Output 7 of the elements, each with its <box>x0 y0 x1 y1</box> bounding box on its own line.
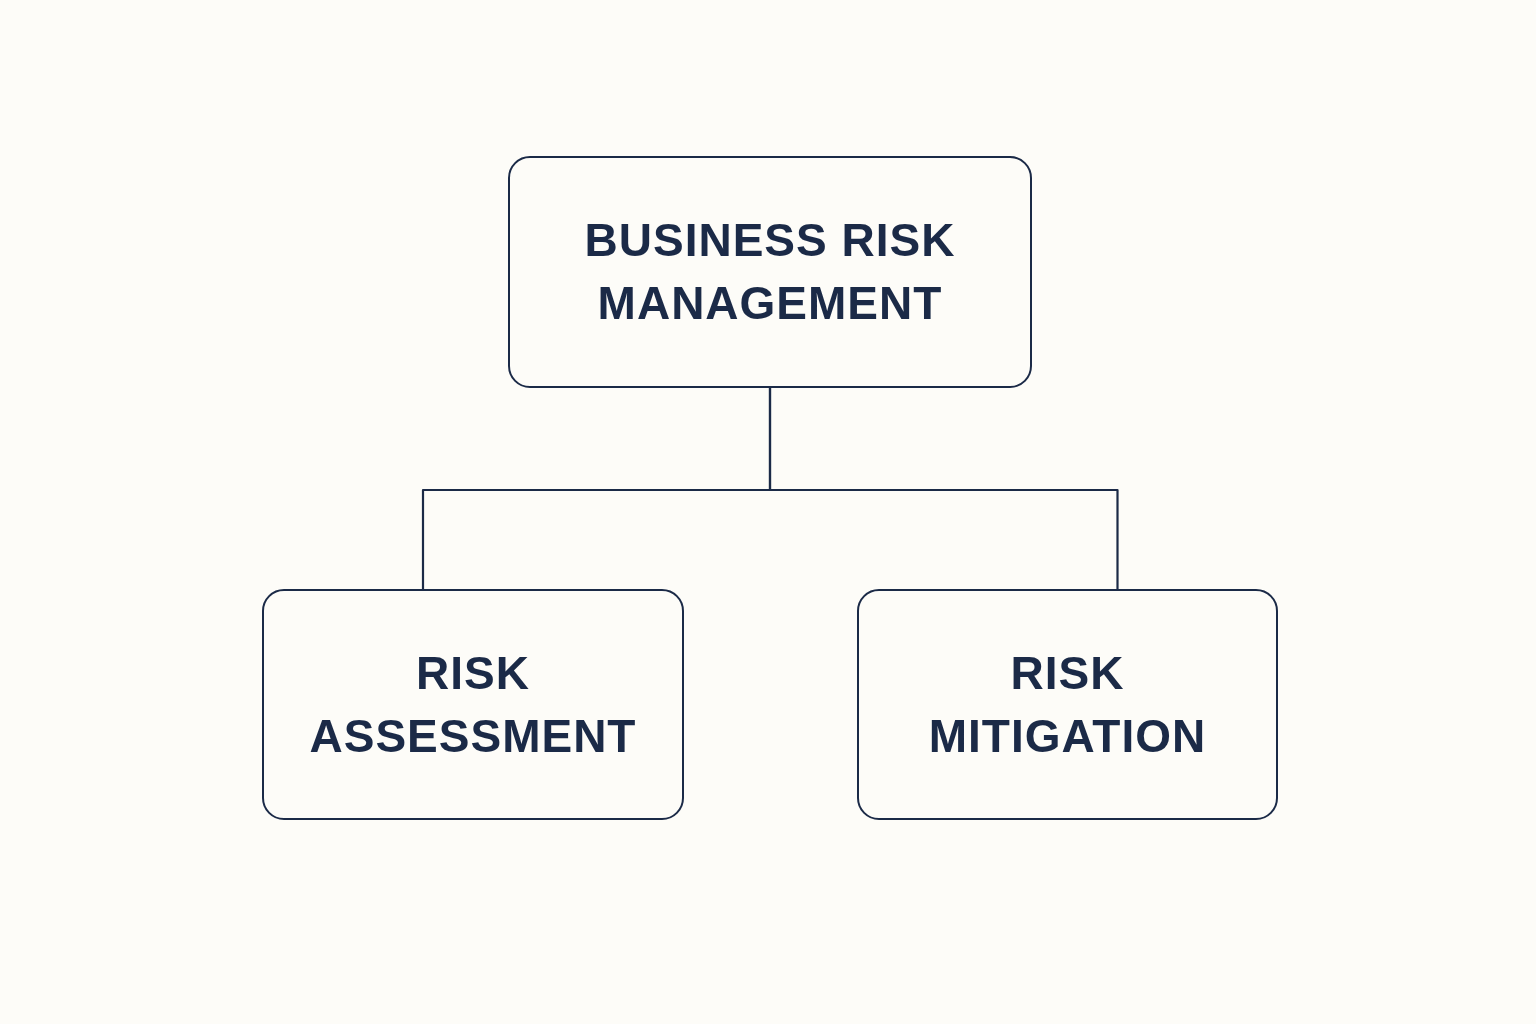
box-label: RISK MITIGATION <box>927 645 1208 764</box>
connector-line <box>768 388 1119 589</box>
box-label: RISK ASSESSMENT <box>308 645 638 764</box>
process-box <box>857 589 1278 820</box>
process-box <box>262 589 684 820</box>
box-label: BUSINESS RISK MANAGEMENT <box>583 213 957 331</box>
process-box <box>508 156 1032 388</box>
